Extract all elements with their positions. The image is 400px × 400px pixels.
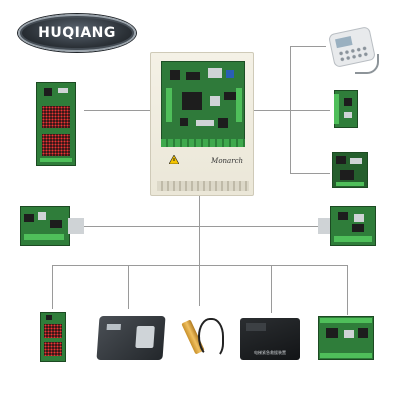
expansion-board-top [334,90,358,128]
device-caption: 电梯紧急救援装置 [254,350,286,355]
drop-emergency-device [271,265,272,313]
line-controller-to-right-bus [254,110,290,111]
controller-pcb [161,61,245,141]
sensor-cable [198,318,224,358]
line-bus-to-board-bottom [290,173,330,174]
can-horizontal-line [84,226,322,227]
car-control-board-bottom [318,316,374,360]
drop-floor-display [52,265,53,309]
car-top-controller-box [96,316,166,360]
heatsink-fins [157,181,249,191]
can-communication-board-right [318,206,376,246]
huqiang-logo: HUQIANG [18,14,136,52]
emergency-rescue-device: 电梯紧急救援装置 [240,318,300,360]
keypad-cable [355,54,379,74]
main-controller: Monarch [150,52,254,196]
line-left-display-to-controller [84,110,150,111]
terminal-strip [161,139,245,147]
line-bus-to-keypad [290,46,326,47]
keypad-screen [335,36,353,49]
drop-car-top-box [128,265,129,309]
floor-display-board-bottom [40,312,66,362]
logo-text: HUQIANG [38,25,116,41]
can-communication-board-left [20,206,84,246]
expansion-board-mid [332,152,368,188]
line-bus-to-board-mid [290,110,330,111]
controller-down-trunk [199,196,200,306]
bottom-horizontal-bus [52,265,348,266]
drop-car-control-board [347,265,348,315]
dot-matrix-display-board-left [36,82,76,166]
controller-brand-label: Monarch [211,157,243,165]
warning-icon [169,155,179,164]
